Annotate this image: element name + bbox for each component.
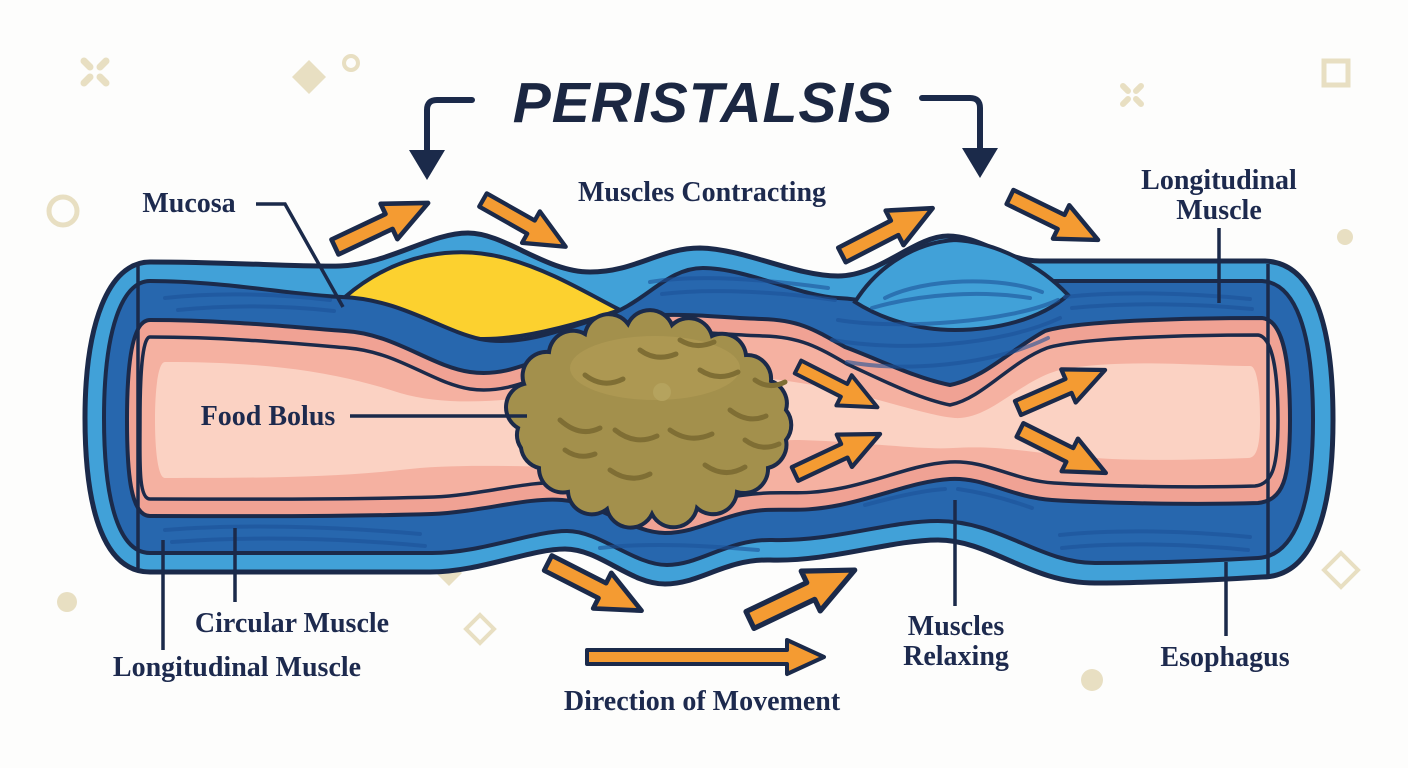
label-muscles-contracting: Muscles Contracting [577, 177, 827, 208]
leader-lines [161, 202, 1228, 650]
bolus-dot [653, 383, 671, 401]
circle-outline-icon [342, 54, 360, 72]
circle-outline-icon [46, 194, 80, 228]
contraction-wave-bulge [852, 237, 1071, 333]
flow-arrow-up-icon [741, 550, 865, 640]
dot-icon [57, 592, 77, 612]
direction-of-movement-arrow-icon [585, 638, 826, 676]
mucosa-leader [256, 202, 345, 308]
label-circular-muscle: Circular Muscle [194, 608, 390, 639]
diamond-icon [292, 60, 326, 94]
title-pointer-left [409, 97, 475, 180]
label-esophagus: Esophagus [1160, 642, 1290, 673]
food-bolus [504, 308, 794, 530]
label-mucosa: Mucosa [142, 188, 236, 219]
label-line: Muscle [1176, 195, 1262, 226]
label-line: Longitudinal [1141, 165, 1297, 196]
label-longitudinal-muscle-bottom: Longitudinal Muscle [112, 652, 362, 683]
diamond-outline-icon [463, 612, 497, 646]
dot-icon [1081, 669, 1103, 691]
muscle-fiber-streaks [163, 276, 1254, 552]
label-direction-of-movement: Direction of Movement [563, 686, 841, 717]
page-title: PERISTALSIS [512, 71, 894, 135]
dot-icon [1337, 229, 1353, 245]
arrow-down-icon [409, 150, 445, 180]
title-pointer-right [919, 95, 998, 178]
arrow-down-icon [962, 148, 998, 178]
diamond-outline-icon [1321, 550, 1361, 590]
label-food-bolus: Food Bolus [200, 401, 336, 432]
label-line: Relaxing [903, 641, 1009, 672]
label-longitudinal-muscle-top: Longitudinal Muscle [1141, 166, 1297, 226]
bolus-texture-marks [557, 337, 788, 481]
label-line: Muscles [907, 611, 1005, 642]
flow-arrows [327, 180, 1114, 676]
sparkle-cross-icon [80, 57, 110, 87]
square-outline-icon [1321, 58, 1351, 88]
flow-arrow-down-icon [1002, 180, 1106, 256]
tube-end-cut-lines [136, 264, 1270, 575]
sparkle-cross-icon [1120, 83, 1144, 107]
label-muscles-relaxing: Muscles Relaxing [903, 612, 1009, 672]
